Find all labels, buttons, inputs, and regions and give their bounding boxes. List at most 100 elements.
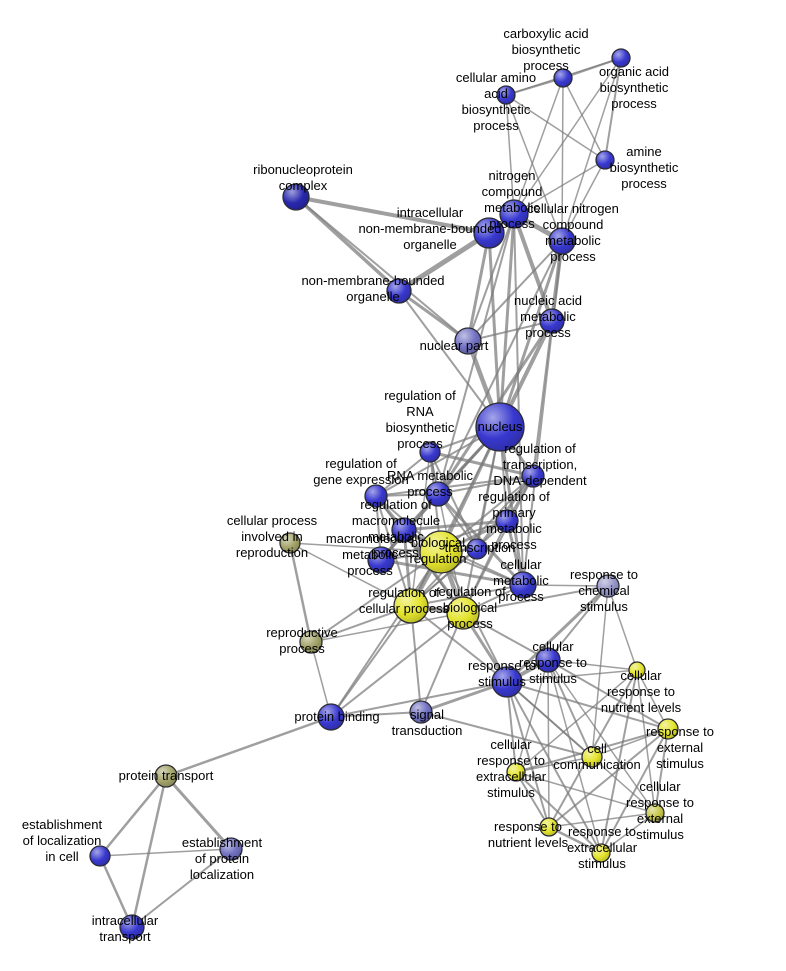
node-label: transport <box>99 929 151 944</box>
graph-edge <box>547 659 550 828</box>
graph-edge <box>547 659 638 671</box>
node-label: cellular <box>639 779 681 794</box>
graph-edge <box>437 213 515 495</box>
node-label: regulation of <box>384 388 456 403</box>
node-label: transcription <box>445 540 516 555</box>
node-transcription[interactable] <box>466 538 488 560</box>
node-amine-biosynthetic-process[interactable] <box>595 150 615 170</box>
graph-edge <box>506 681 550 828</box>
node-label: gene expression <box>313 472 408 487</box>
graph-edge <box>505 94 515 215</box>
graph-edge <box>437 475 534 495</box>
node-carboxylic-acid-biosynthetic-process[interactable] <box>553 68 573 88</box>
node-cellular-response-to-external-stimulus[interactable] <box>645 803 665 823</box>
node-label: regulation of <box>434 584 506 599</box>
graph-edge <box>522 584 609 587</box>
node-response-to-external-stimulus[interactable] <box>657 718 679 740</box>
graph-edge <box>330 711 422 718</box>
graph-edge <box>462 426 501 614</box>
graph-edge <box>410 605 508 683</box>
node-label: metabolic <box>486 521 542 536</box>
node-label: establishment <box>182 835 263 850</box>
node-label: metabolic <box>368 529 424 544</box>
node-regulation-of-rna-biosynthetic-process[interactable] <box>419 441 441 463</box>
node-cellular-amino-acid-biosynthetic-process[interactable] <box>496 85 516 105</box>
graph-edge <box>467 320 553 342</box>
node-label: chemical <box>578 583 629 598</box>
node-label: cellular <box>620 668 662 683</box>
node-response-to-nutrient-levels[interactable] <box>539 817 559 837</box>
node-label: process <box>491 537 537 552</box>
node-intracellular-transport[interactable] <box>119 914 145 940</box>
node-label: stimulus <box>487 785 535 800</box>
node-protein-transport[interactable] <box>154 764 178 788</box>
node-label: process <box>525 325 571 340</box>
node-reproductive-process[interactable] <box>299 630 323 654</box>
node-establishment-of-protein-localization[interactable] <box>219 837 243 861</box>
node-label: response to <box>468 658 536 673</box>
graph-edge <box>498 239 564 429</box>
graph-edge <box>547 585 609 661</box>
node-cell-communication[interactable] <box>581 746 603 768</box>
graph-edge <box>636 669 656 814</box>
graph-edge <box>467 213 515 342</box>
node-biological-regulation[interactable] <box>419 530 463 574</box>
node-response-to-stimulus[interactable] <box>491 666 523 698</box>
node-label: macromolecule <box>326 531 414 546</box>
graph-edge <box>591 728 669 758</box>
node-macromolecule-metabolic-process[interactable] <box>367 546 395 574</box>
graph-edge <box>164 715 333 778</box>
node-label: stimulus <box>636 827 684 842</box>
graph-edge <box>375 475 534 497</box>
node-establishment-of-localization-in-cell[interactable] <box>89 845 111 867</box>
node-label: ribonucleoprotein <box>253 162 353 177</box>
node-ribonucleoprotein-complex[interactable] <box>282 183 310 211</box>
node-label: process <box>397 436 443 451</box>
graph-edge <box>397 289 470 343</box>
node-regulation-of-primary-metabolic-process[interactable] <box>495 509 519 533</box>
node-signal-transduction[interactable] <box>409 700 433 724</box>
node-regulation-of-transcription-dna-dependent[interactable] <box>521 464 545 488</box>
node-protein-binding[interactable] <box>317 703 345 731</box>
node-non-membrane-bounded-organelle[interactable] <box>386 278 412 304</box>
graph-edge <box>515 756 593 773</box>
node-regulation-of-macromolecule-metabolic-process[interactable] <box>391 517 417 543</box>
node-cellular-response-to-nutrient-levels[interactable] <box>628 661 646 679</box>
node-cellular-metabolic-process[interactable] <box>509 571 537 599</box>
graph-edge <box>515 771 656 814</box>
node-label: process <box>550 249 596 264</box>
node-response-to-chemical-stimulus[interactable] <box>596 574 620 598</box>
graph-edge <box>591 585 609 758</box>
graph-edge <box>561 159 606 242</box>
node-label: of protein <box>195 851 249 866</box>
node-nitrogen-compound-metabolic-process[interactable] <box>499 199 529 229</box>
node-nucleic-acid-metabolic-process[interactable] <box>539 308 565 334</box>
node-response-to-extracellular-stimulus[interactable] <box>591 843 611 863</box>
node-intracellular-non-membrane-bounded-organelle[interactable] <box>473 217 505 249</box>
node-label: nitrogen <box>489 168 536 183</box>
node-label: reproduction <box>236 545 308 560</box>
node-regulation-of-gene-expression[interactable] <box>364 484 388 508</box>
node-cellular-response-to-extracellular-stimulus[interactable] <box>506 762 526 782</box>
node-layer <box>89 48 679 940</box>
node-nucleus[interactable] <box>475 402 525 452</box>
node-cellular-response-to-stimulus[interactable] <box>535 647 561 673</box>
node-rna-metabolic-process[interactable] <box>425 481 451 507</box>
graph-edge <box>375 495 412 607</box>
node-cellular-process-involved-in-reproduction[interactable] <box>279 532 301 554</box>
node-cellular-nitrogen-compound-metabolic-process[interactable] <box>548 227 576 255</box>
graph-edge <box>295 196 469 342</box>
node-regulation-of-biological-process[interactable] <box>446 596 480 630</box>
node-label: extracellular <box>476 769 547 784</box>
node-regulation-of-cellular-process[interactable] <box>393 588 429 624</box>
graph-edge <box>310 605 412 643</box>
node-nuclear-part[interactable] <box>454 327 482 355</box>
graph-edge <box>294 195 491 235</box>
node-label: nucleus <box>478 419 523 434</box>
graph-edge <box>513 57 622 215</box>
node-label: process <box>347 563 393 578</box>
node-organic-acid-biosynthetic-process[interactable] <box>611 48 631 68</box>
node-label: in cell <box>45 849 78 864</box>
